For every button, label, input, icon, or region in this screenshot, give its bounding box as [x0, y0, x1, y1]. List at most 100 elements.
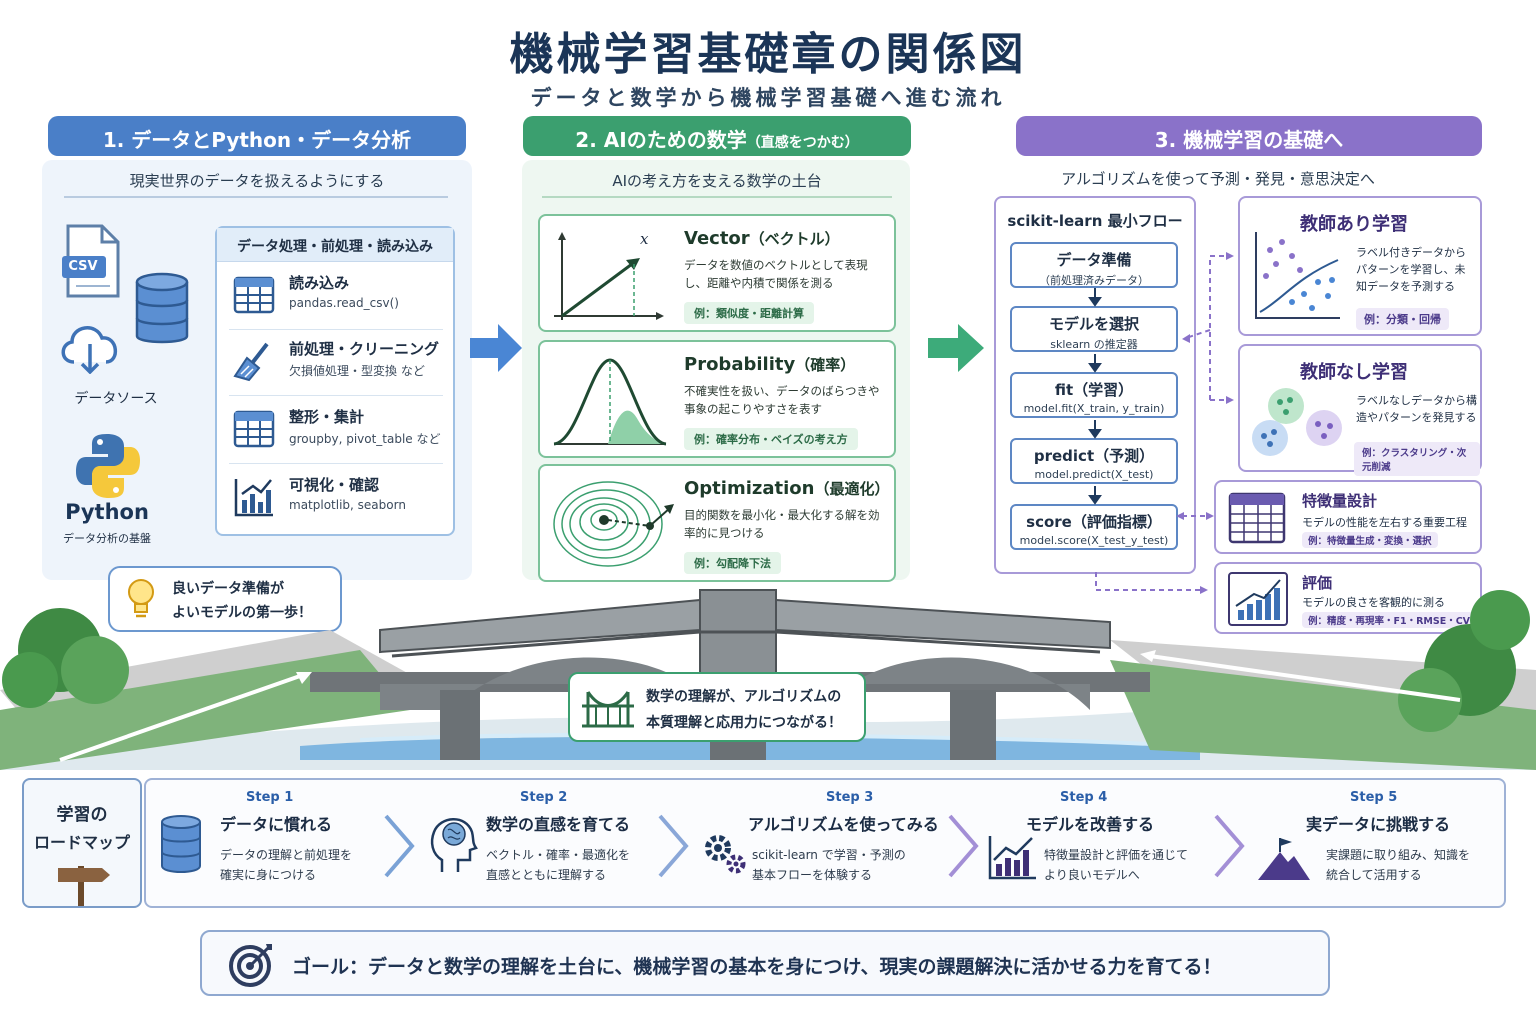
arrow-right-icon — [470, 324, 522, 372]
flow-step-desc: （前処理済みデータ） — [1039, 274, 1149, 287]
table-icon — [233, 276, 275, 314]
section2-header-title: 2. AIのための数学 — [575, 128, 747, 152]
step-number: Step 3 — [826, 790, 874, 805]
step-title: アルゴリズムを使ってみる — [748, 815, 939, 834]
arrow-right-icon — [928, 324, 984, 372]
card-title: Optimization（最適化） — [684, 478, 889, 499]
flow-step-desc: sklearn の推定器 — [1050, 338, 1138, 351]
step-desc-2: 確実に身につける — [220, 868, 317, 882]
item-title: 可視化・確認 — [289, 476, 380, 494]
unsupervised-card: 教師なし学習 ラベルなしデータから構造やパターンを発見する 例：クラスタリング・… — [1238, 344, 1482, 476]
card-title: 評価 — [1302, 574, 1333, 592]
flow-step-title: fit（学習） — [1054, 381, 1134, 399]
scatter-plot-icon — [1255, 232, 1340, 319]
card-desc: データを数値のベクトルとして表現し、距離や内積で関係を測る — [684, 258, 868, 290]
card-example: 例：分類・回帰 — [1356, 308, 1449, 330]
card-desc: 目的関数を最小化・最大化する解を効率的に見つける — [684, 508, 880, 540]
step-title: データに慣れる — [220, 815, 333, 834]
flow-step-title: predict（予測） — [1033, 447, 1155, 465]
bridge-illustration — [0, 589, 1536, 770]
card-title: 教師なし学習 — [1300, 362, 1408, 383]
list-item: 前処理・クリーニング 欠損値処理・型変換 など — [229, 332, 443, 396]
vector-card: x Vector（ベクトル） データを数値のベクトルとして表現し、距離や内積で関… — [538, 214, 896, 332]
flow-step-desc: model.score(X_test_y_test) — [1019, 534, 1169, 547]
probability-card: Probability（確率） 不確実性を扱い、データのばらつきや事象の起こりや… — [538, 340, 896, 458]
step-desc-2: 基本フローを体験する — [752, 868, 873, 882]
card-title-jp: （ベクトル） — [749, 230, 840, 248]
item-desc: pandas.read_csv() — [289, 296, 399, 310]
broom-icon — [233, 342, 269, 382]
bridge-note-line1: 数学の理解が、アルゴリズムの — [646, 689, 842, 705]
item-title: 整形・集計 — [289, 408, 365, 426]
growth-chart-icon — [1228, 572, 1288, 626]
flow-title: scikit-learn 最小フロー — [1007, 212, 1183, 230]
card-title-jp: （確率） — [795, 356, 856, 374]
item-desc: matplotlib, seaborn — [289, 498, 406, 512]
evaluation-card: 評価 モデルの良さを客観的に測る 例：精度・再現率・F1・RMSE・CV — [1214, 562, 1482, 634]
roadmap-label-line1: 学習の — [56, 805, 108, 825]
page-title: 機械学習基礎章の関係図 — [509, 29, 1027, 80]
optimization-card: Optimization（最適化） 目的関数を最小化・最大化する解を効率的に見つ… — [538, 464, 896, 582]
flow-step-predict: predict（予測） model.predict(X_test) — [1010, 438, 1178, 484]
flow-step-desc: model.predict(X_test) — [1034, 468, 1154, 481]
section1-header: 1. データとPython・データ分析 — [48, 116, 466, 156]
section3-header: 3. 機械学習の基礎へ — [1016, 116, 1482, 156]
data-processing-title: データ処理・前処理・読み込み — [217, 228, 453, 262]
step-title: 実データに挑戦する — [1306, 815, 1451, 834]
tip-line2: よいモデルの第一歩！ — [172, 605, 312, 621]
card-desc: 不確実性を扱い、データのばらつきや事象の起こりやすさを表す — [684, 384, 880, 416]
step-desc-1: データの理解と前処理を — [220, 848, 353, 862]
step-title: モデルを改善する — [1026, 815, 1155, 834]
goal-box: ゴール：データと数学の理解を土台に、機械学習の基本を身につけ、現実の課題解決に活… — [200, 930, 1330, 996]
list-item: 整形・集計 groupby, pivot_table など — [229, 400, 443, 464]
data-source-label: データソース — [74, 391, 158, 407]
dashed-connectors — [1095, 252, 1234, 594]
card-desc: ラベル付きデータからパターンを学習し、未知データを予測する — [1356, 246, 1466, 293]
card-desc: モデルの良さを客観的に測る — [1302, 596, 1445, 609]
database-icon — [161, 815, 201, 873]
contour-icon — [553, 481, 674, 567]
flow-step-model-select: モデルを選択 sklearn の推定器 — [1010, 306, 1178, 352]
step-desc-1: 特徴量設計と評価を通じて — [1044, 848, 1189, 862]
signpost-icon — [58, 866, 110, 906]
step-desc-2: より良いモデルへ — [1044, 868, 1140, 882]
target-icon — [229, 944, 272, 987]
card-example: 例：勾配降下法 — [684, 552, 781, 574]
card-desc: モデルの性能を左右する重要工程 — [1302, 516, 1467, 529]
card-title: Probability（確率） — [684, 354, 855, 375]
growth-chart-icon — [988, 836, 1036, 880]
csv-file-icon — [62, 224, 122, 304]
gears-icon — [705, 835, 746, 874]
cloud-download-icon — [56, 318, 124, 378]
card-example: 例：特徴量生成・変換・選択 — [1302, 532, 1438, 548]
step-desc-1: scikit-learn で学習・予測の — [752, 848, 906, 862]
card-title: 教師あり学習 — [1300, 214, 1408, 235]
python-desc: データ分析の基盤 — [63, 532, 151, 545]
cluster-icon — [1252, 388, 1342, 456]
flow-step-title: モデルを選択 — [1048, 315, 1139, 333]
step-desc-1: ベクトル・確率・最適化を — [486, 848, 631, 862]
card-title-en: Optimization — [684, 478, 815, 499]
database-icon — [134, 272, 190, 350]
flow-step-score: score（評価指標）model.score(X_test_y_test) — [1010, 504, 1178, 550]
table-icon — [1228, 492, 1286, 544]
bridge-note: 数学の理解が、アルゴリズムの 本質理解と応用力につながる！ — [568, 672, 866, 742]
python-label: Python — [65, 500, 149, 524]
flow-step-data-prep: データ準備（前処理済みデータ） — [1010, 242, 1178, 288]
step-number: Step 4 — [1060, 790, 1108, 805]
step-title: 数学の直感を育てる — [486, 815, 631, 834]
list-item: 読み込み pandas.read_csv() — [229, 266, 443, 330]
item-desc: groupby, pivot_table など — [289, 432, 441, 446]
item-title: 前処理・クリーニング — [289, 340, 440, 358]
roadmap-chevrons — [384, 814, 1245, 878]
supervised-card: 教師あり学習 ラベル付きデータからパターンを学習し、未知データを予測する 例：分… — [1238, 196, 1482, 336]
item-title: 読み込み — [289, 274, 350, 292]
flow-step-desc: model.fit(X_train, y_train) — [1023, 402, 1165, 415]
bridge-note-line2: 本質理解と応用力につながる！ — [646, 715, 842, 731]
card-title: 特徴量設計 — [1302, 492, 1378, 510]
tip-line1: 良いデータ準備が — [172, 581, 284, 597]
flow-arrows — [1088, 288, 1102, 505]
bridge-icon — [582, 691, 634, 728]
step-desc-1: 実課題に取り組み、知識を — [1326, 848, 1471, 862]
step-desc-2: 統合して活用する — [1326, 868, 1422, 882]
